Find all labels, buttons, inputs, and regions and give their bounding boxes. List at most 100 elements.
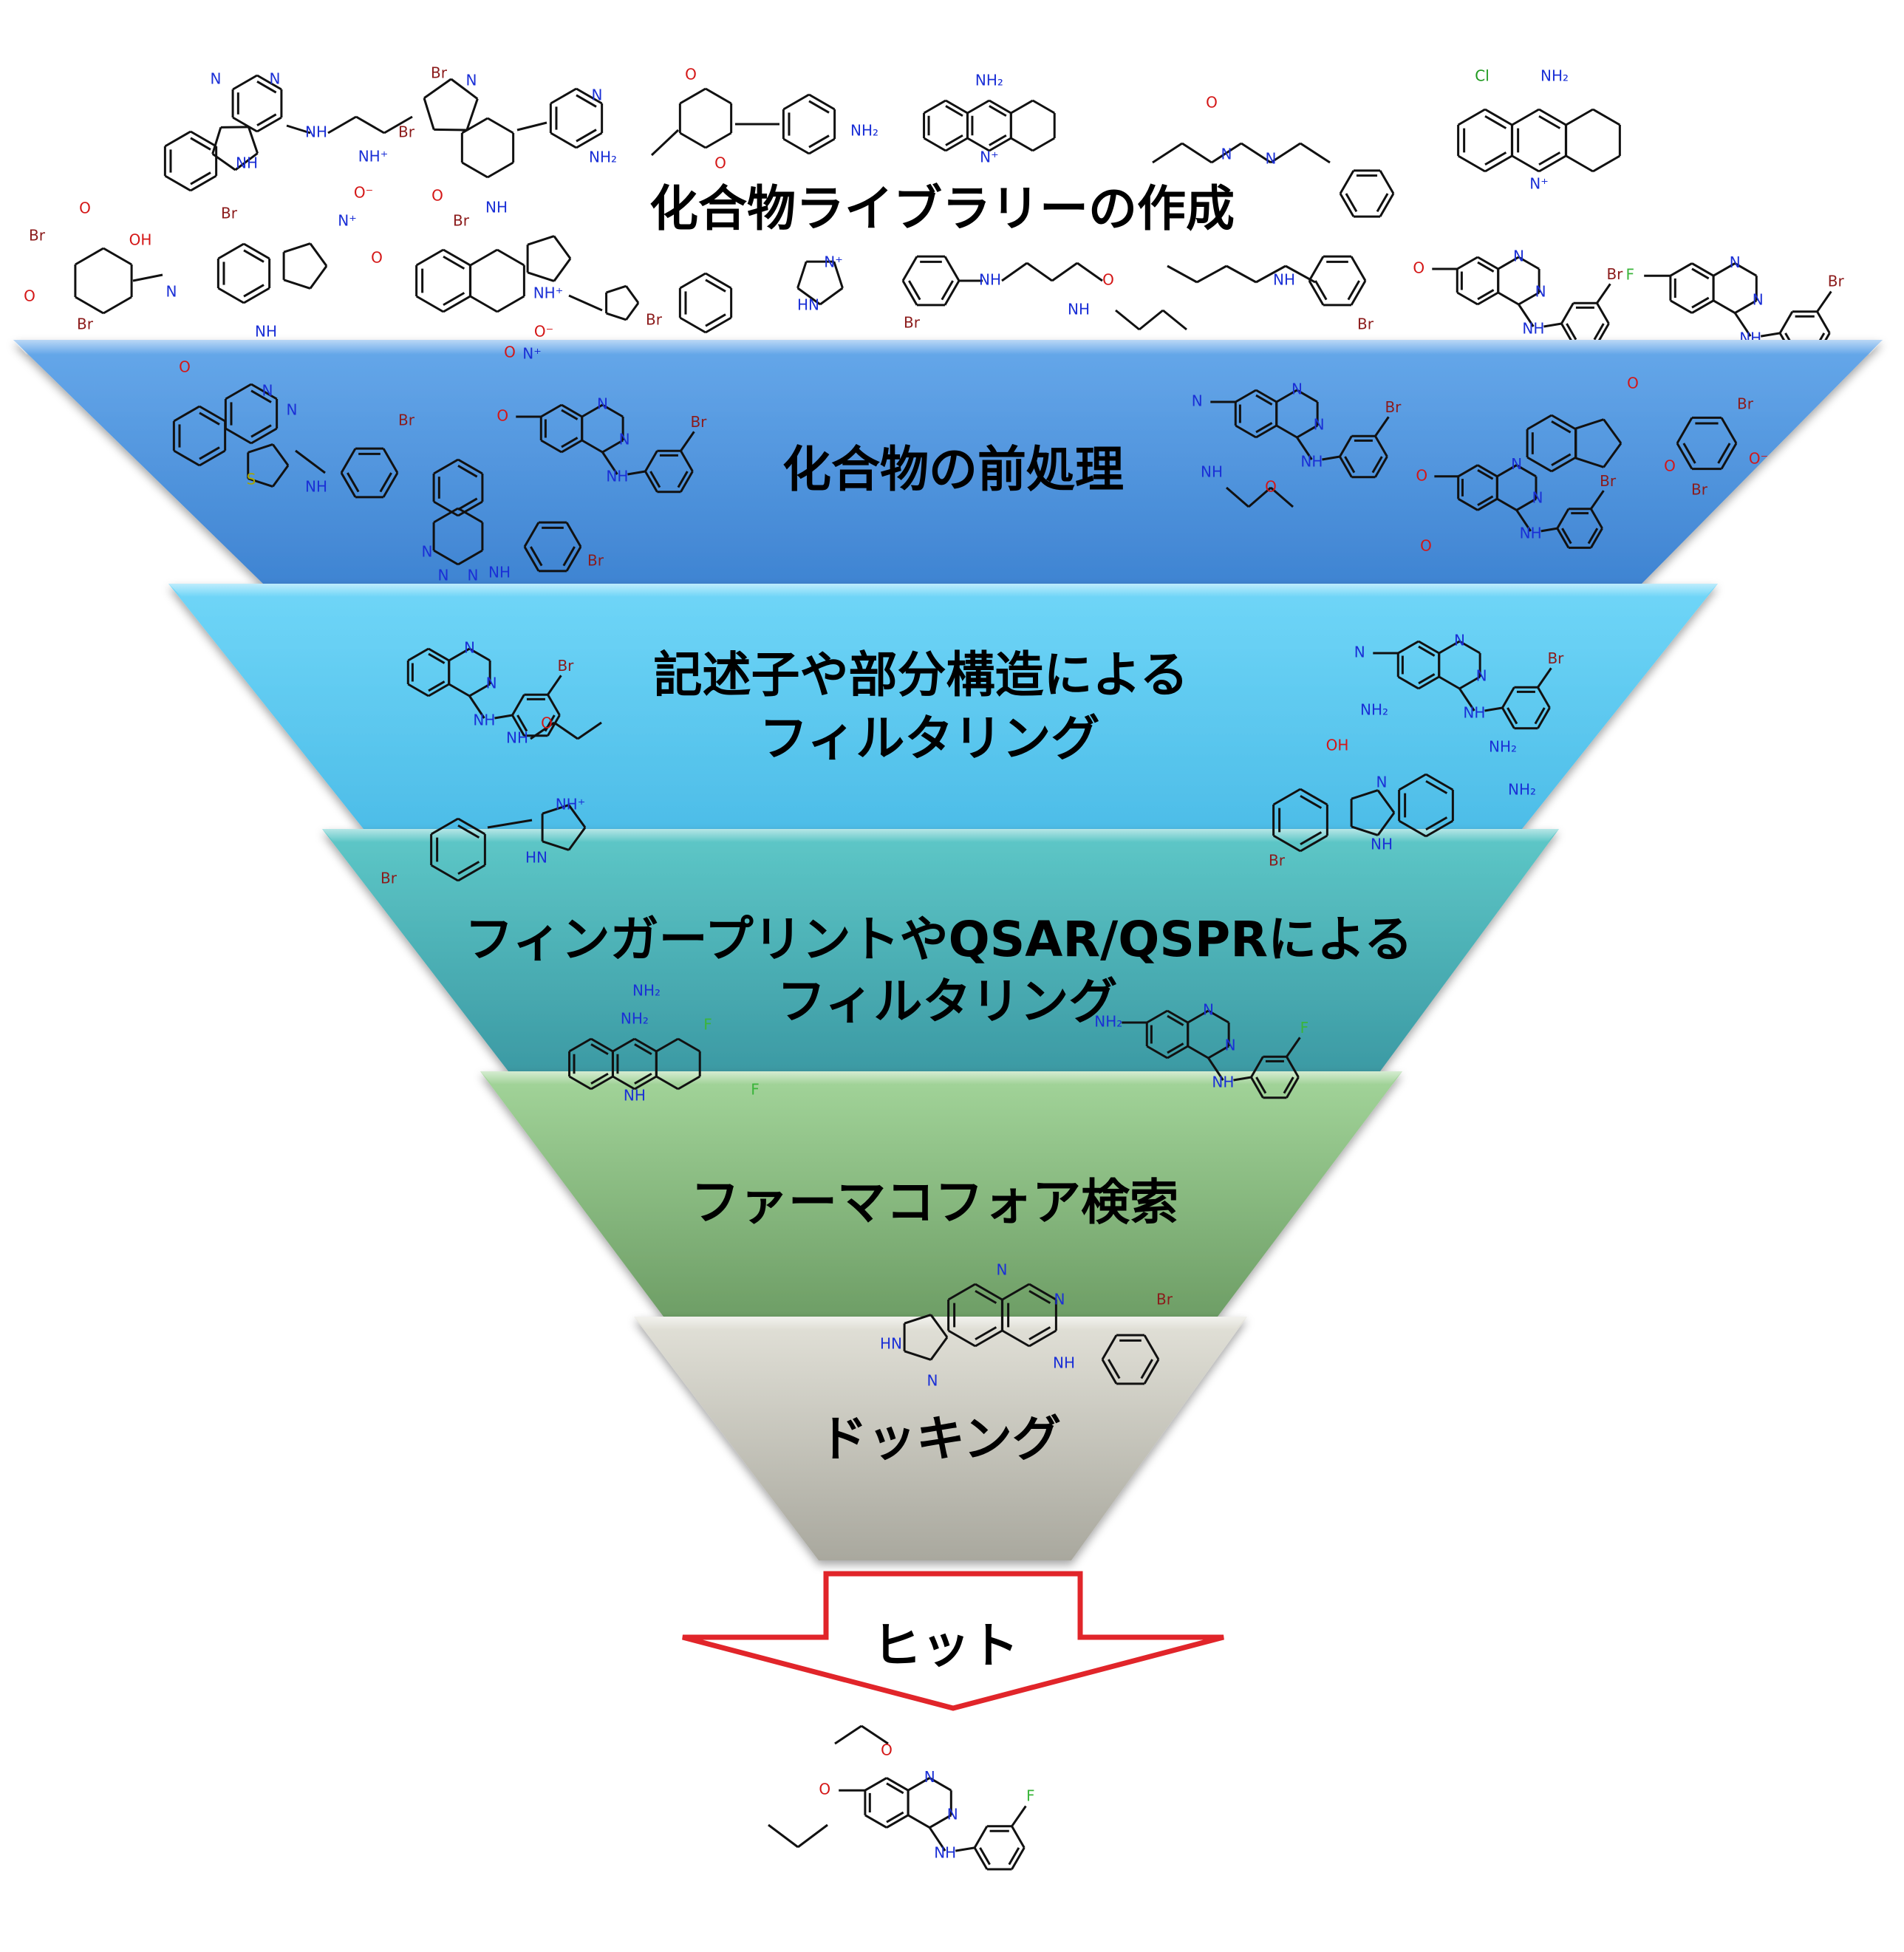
bond [1207, 1045, 1229, 1059]
bond [1477, 495, 1494, 507]
bond [705, 132, 732, 149]
bond [1146, 1045, 1168, 1059]
bond [1477, 468, 1494, 480]
bond [1008, 1847, 1020, 1866]
bond [907, 1814, 930, 1829]
bond [457, 824, 480, 839]
atom-label: N⁺ [338, 212, 357, 230]
bond [1350, 280, 1367, 306]
bond [1255, 265, 1286, 284]
atom-label: NH [305, 478, 327, 496]
atom-label: N [924, 1768, 935, 1786]
bond [1308, 256, 1325, 281]
bond [568, 1037, 592, 1053]
bond [655, 1037, 679, 1053]
bond [782, 93, 810, 111]
bond [1733, 312, 1752, 337]
bond [1538, 115, 1561, 129]
bond [1152, 142, 1183, 164]
bond [1676, 443, 1693, 470]
bond [1484, 151, 1507, 166]
bond [1691, 267, 1710, 280]
bond [340, 472, 357, 498]
bond [1374, 456, 1388, 478]
bond [1458, 640, 1481, 655]
bond [1001, 1283, 1030, 1301]
bond [132, 273, 163, 282]
bond [565, 546, 582, 572]
bond [232, 74, 258, 91]
bond [190, 174, 217, 192]
bond [540, 403, 562, 418]
bond [1255, 424, 1277, 439]
bond [1101, 1359, 1118, 1385]
bond [1181, 142, 1212, 164]
bond [1540, 527, 1558, 533]
atom-label: NH⁺ [556, 796, 586, 813]
bond [250, 383, 278, 400]
bond [433, 458, 459, 475]
stage-title-line: 化合物の前処理 [782, 441, 1124, 498]
bond [1713, 262, 1736, 277]
bond [989, 105, 1007, 117]
bond [190, 137, 211, 151]
bond [1537, 667, 1552, 689]
atom-label: NH₂ [632, 982, 661, 1000]
bond [1565, 108, 1594, 126]
bond [430, 817, 459, 836]
atom-label: NH₂ [589, 149, 617, 166]
bond [1255, 1076, 1267, 1094]
bond [1538, 151, 1561, 166]
bond [634, 1072, 652, 1085]
bond [644, 471, 658, 493]
bond [1501, 686, 1515, 709]
atom-label: S [247, 471, 256, 488]
stage-title-descriptor: 記述子や部分構造による フィルタリング [653, 646, 1205, 767]
bond [355, 115, 385, 134]
bond [1376, 193, 1389, 213]
bond [1226, 486, 1249, 508]
bond [1351, 789, 1379, 800]
bond [487, 161, 514, 179]
bond [808, 134, 830, 149]
bond [1456, 256, 1478, 270]
atom-label: Br [1547, 649, 1564, 667]
bond [457, 549, 483, 566]
bond [625, 285, 640, 304]
bond [561, 409, 579, 420]
stage-title-line: 記述子や部分構造による [653, 646, 1188, 703]
bond [1518, 304, 1535, 327]
atom-label: O [881, 1741, 893, 1759]
bond [1457, 108, 1486, 126]
hit-label-text: ヒット [873, 1617, 1019, 1674]
atom-label: N [1513, 248, 1524, 265]
hit-label: ヒット [873, 1617, 1019, 1674]
bond [423, 78, 452, 99]
bond [944, 280, 960, 306]
bond [1314, 280, 1328, 301]
bond [1196, 265, 1227, 284]
bond [864, 1777, 887, 1792]
bond [886, 1777, 909, 1792]
bond [861, 1724, 889, 1745]
stage-title-line: 化合物ライブラリーの作成 [649, 180, 1235, 237]
bond [1526, 456, 1552, 473]
bond [705, 87, 732, 105]
bond [973, 1826, 989, 1849]
bond [327, 115, 357, 134]
bond [886, 1811, 904, 1823]
bond [433, 549, 459, 566]
funnel-segment-docking [634, 1317, 1247, 1560]
bond [457, 500, 483, 517]
bond [1457, 497, 1478, 511]
atom-label: Br [690, 413, 707, 431]
bond [904, 1350, 932, 1361]
bond [1560, 302, 1574, 324]
stage-title-library: 化合物ライブラリーの作成 [649, 180, 1235, 237]
